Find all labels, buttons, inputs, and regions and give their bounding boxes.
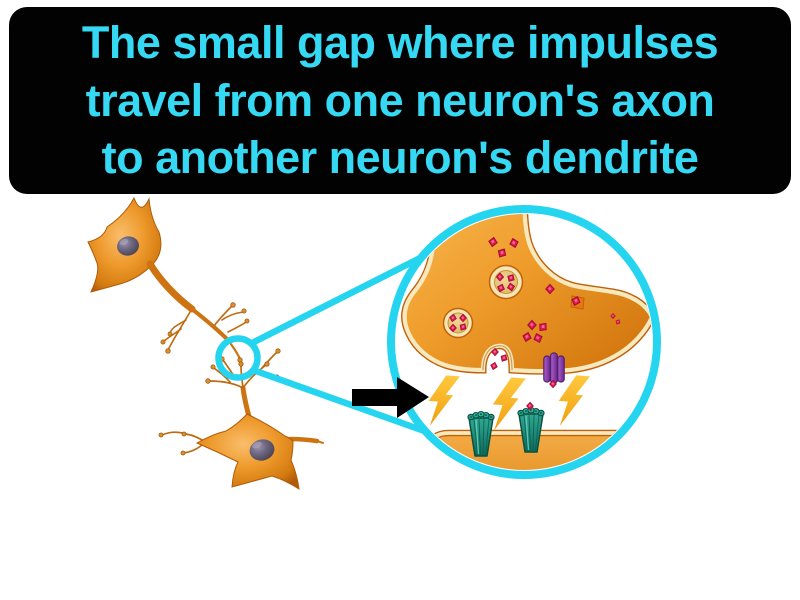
definition-banner: The small gap where impulses travel from… [9,7,791,194]
zoom-connector-lines [250,245,442,436]
postsynaptic-soma [195,413,300,491]
release-site [482,345,513,371]
definition-line-2: travel from one neuron's axon [85,74,715,126]
zoom-line-upper [250,245,442,346]
presynaptic-axon-twigs [163,305,247,351]
synapse-highlight-circle [215,335,261,381]
neurotransmitters [487,236,622,371]
synaptic-vesicle [488,264,524,300]
nucleus-highlight [252,441,262,449]
nucleus-highlight [119,238,129,246]
definition-line-1: The small gap where impulses [81,17,719,69]
indicator-arrow-icon [352,377,429,418]
postsynaptic-neuron [158,348,324,491]
synaptic-vesicle [442,307,474,339]
presynaptic-bouton-tips [160,302,250,363]
zoom-line-lower [251,366,429,436]
presynaptic-neuron [87,196,250,363]
magnified-synapse-view [387,205,661,479]
magnifier-ring [387,205,661,479]
postsynaptic-bouton-tips [158,348,281,456]
purple-ion-channel [543,352,565,384]
definition-line-3: to another neuron's dendrite [101,132,699,184]
